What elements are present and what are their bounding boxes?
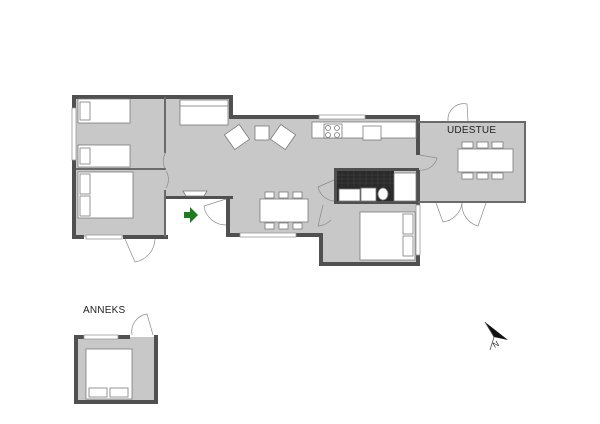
bed-2 — [77, 144, 131, 168]
door-conservatory-north — [447, 103, 469, 122]
door-bedroom-3 — [165, 170, 169, 189]
door-annex — [131, 313, 154, 336]
door-conservatory-inner — [419, 154, 438, 171]
door-bedroom-1 — [162, 151, 167, 171]
conservatory-label: UDESTUE — [447, 125, 497, 136]
living-furniture — [179, 99, 309, 230]
doors — [124, 103, 487, 263]
north-arrow-icon — [484, 321, 508, 351]
side-table — [254, 125, 270, 141]
toilet — [377, 187, 389, 201]
hall-bench — [182, 190, 208, 197]
conservatory-furniture — [457, 141, 514, 180]
annex — [74, 313, 158, 404]
door-conservatory-south-1 — [435, 202, 463, 223]
kitchen — [311, 121, 417, 141]
windows — [71, 107, 421, 256]
bathroom — [337, 171, 417, 202]
door-conservatory-south-2 — [461, 202, 487, 227]
shower — [393, 172, 417, 202]
door-bedroom-4 — [317, 204, 332, 227]
dining-table — [259, 198, 309, 223]
door-entrance — [203, 198, 227, 226]
door-bathroom — [317, 179, 335, 202]
bath-cabinet — [360, 187, 377, 202]
armchair-2 — [269, 123, 297, 151]
entrance-arrow-icon — [184, 207, 198, 223]
door-south-west — [124, 238, 156, 263]
bath-sink — [338, 188, 361, 202]
kitchen-sink — [362, 125, 382, 141]
armchair-1 — [223, 123, 251, 151]
annex-label: ANNEKS — [83, 305, 126, 316]
conservatory-table — [457, 148, 514, 173]
beds — [77, 98, 416, 261]
